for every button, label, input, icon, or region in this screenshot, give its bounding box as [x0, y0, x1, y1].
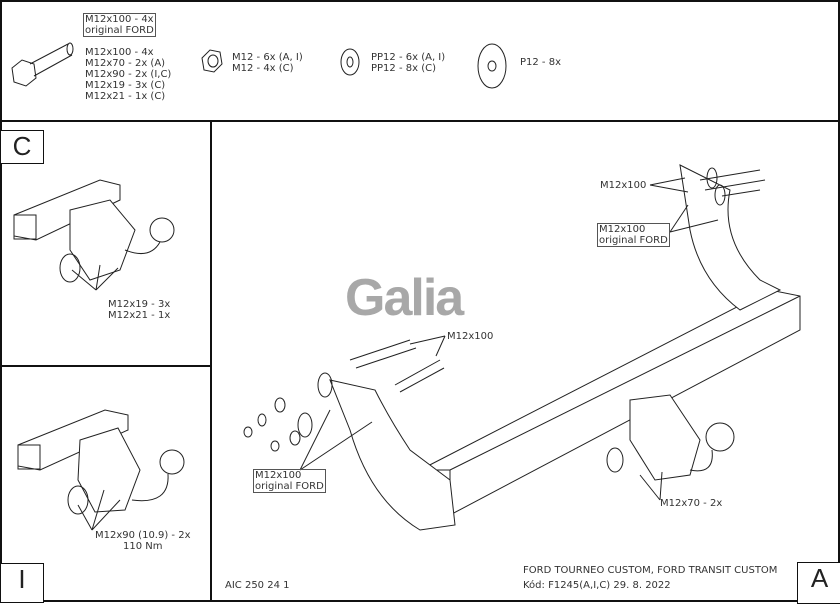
panel-c-labels: M12x19 - 3x M12x21 - 1x — [108, 299, 170, 321]
product-code: Kód: F1245(A,I,C) 29. 8. 2022 — [523, 580, 671, 591]
top-bolts-label: M12x100 — [600, 180, 647, 191]
nut-list: M12 - 6x (A, I) M12 - 4x (C) — [232, 52, 303, 74]
panel-a-letter: A — [797, 562, 840, 604]
label-line: M12x100 — [255, 470, 302, 481]
panel-i-hitch — [17, 409, 185, 531]
mid-bolts-label: M12x100 — [447, 331, 494, 342]
bolt-item: M12x100 - 4x — [85, 47, 154, 58]
bolt-original-ford-label: M12x100 - 4x original FORD — [83, 13, 156, 37]
panel-c-letter: C — [0, 130, 44, 164]
washer-large-icon — [477, 43, 507, 89]
main-hitch — [243, 164, 801, 531]
washer-pp-list: PP12 - 6x (A, I) PP12 - 8x (C) — [371, 52, 445, 74]
label-line: M12x100 - 4x — [85, 14, 154, 25]
label-line: original FORD — [85, 25, 154, 36]
label-line: 110 Nm — [123, 541, 163, 552]
washer-p-label: P12 - 8x — [520, 57, 562, 68]
top-original-ford-label: M12x100 original FORD — [597, 223, 670, 247]
bolt-item: M12x90 - 2x (I,C) — [85, 69, 172, 80]
left-original-ford-label: M12x100 original FORD — [253, 469, 326, 493]
bolt-item: M12x19 - 3x (C) — [85, 80, 166, 91]
panel-c-hitch — [13, 179, 175, 291]
nut-item: M12 - 4x (C) — [232, 63, 294, 74]
panel-i-labels: M12x90 (10.9) - 2x 110 Nm — [95, 530, 191, 552]
label-line: original FORD — [599, 235, 668, 246]
washer-item: PP12 - 6x (A, I) — [371, 52, 446, 63]
galia-logo: Galia — [345, 269, 464, 327]
panel-i — [0, 365, 212, 602]
label-line: M12x100 — [599, 224, 646, 235]
bolt-item: M12x70 - 2x (A) — [85, 58, 166, 69]
label-line: M12x19 - 3x — [108, 299, 171, 310]
doc-id: AIC 250 24 1 — [225, 580, 290, 591]
bolt-list: M12x100 - 4x M12x70 - 2x (A) M12x90 - 2x… — [85, 47, 171, 102]
ball-bolts-label: M12x70 - 2x — [660, 498, 723, 509]
label-line: original FORD — [255, 481, 324, 492]
bolt-icon — [11, 42, 74, 87]
nut-icon — [201, 49, 223, 73]
nut-item: M12 - 6x (A, I) — [232, 52, 303, 63]
bolt-item: M12x21 - 1x (C) — [85, 91, 166, 102]
parts-panel — [0, 0, 840, 122]
vehicle-title: FORD TOURNEO CUSTOM, FORD TRANSIT CUSTOM — [523, 565, 778, 576]
washer-item: PP12 - 8x (C) — [371, 63, 436, 74]
label-line: M12x90 (10.9) - 2x — [95, 530, 191, 541]
panel-i-letter: I — [0, 563, 44, 603]
washer-small-icon — [340, 48, 360, 76]
label-line: M12x21 - 1x — [108, 310, 171, 321]
